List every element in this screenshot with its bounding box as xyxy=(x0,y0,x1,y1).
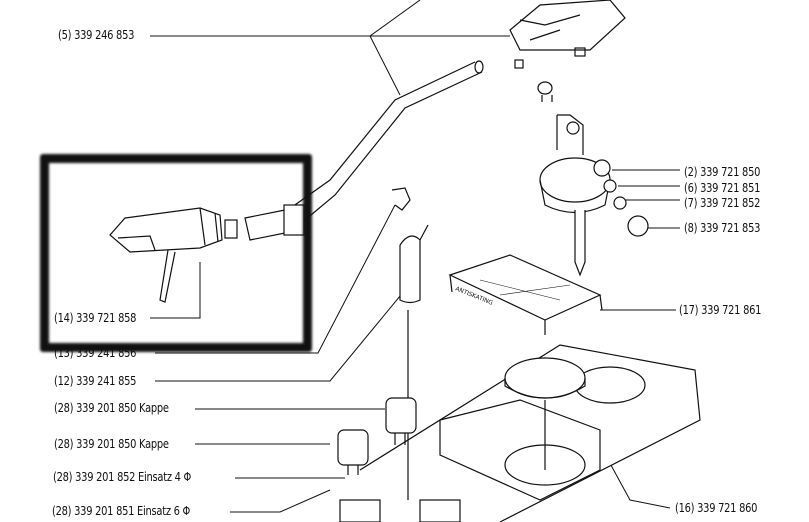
headshell-drawing xyxy=(109,207,291,303)
bearing-assembly-drawing xyxy=(509,0,649,277)
tonearm-tube-drawing xyxy=(283,60,484,236)
label-part-8: (8) 339 721 853 xyxy=(684,220,761,235)
label-part-6: (6) 339 721 851 xyxy=(684,180,761,195)
label-part-16: (16) 339 721 860 xyxy=(675,500,758,515)
label-part-28-kappe-2: (28) 339 201 850 Kappe xyxy=(54,436,169,451)
label-part-2: (2) 339 721 850 xyxy=(684,164,761,179)
label-part-13: (13) 339 241 856 xyxy=(54,345,137,360)
label-part-28-einsatz-4: (28) 339 201 852 Einsatz 4 Φ xyxy=(53,469,192,484)
label-part-28-einsatz-6: (28) 339 201 851 Einsatz 6 Φ xyxy=(52,503,191,518)
label-part-12: (12) 339 241 855 xyxy=(54,373,137,388)
antiskating-plate-drawing: ANTISKATING xyxy=(448,254,603,335)
small-parts-drawing xyxy=(337,187,429,500)
label-part-14: (14) 339 721 858 xyxy=(54,310,137,325)
label-part-5: (5) 339 246 853 xyxy=(58,27,135,42)
label-part-28-kappe-1: (28) 339 201 850 Kappe xyxy=(54,400,169,415)
label-part-17: (17) 339 721 861 xyxy=(679,302,762,317)
highlight-frame xyxy=(40,154,312,352)
label-part-7: (7) 339 721 852 xyxy=(684,195,761,210)
base-plate-drawing xyxy=(339,344,701,522)
